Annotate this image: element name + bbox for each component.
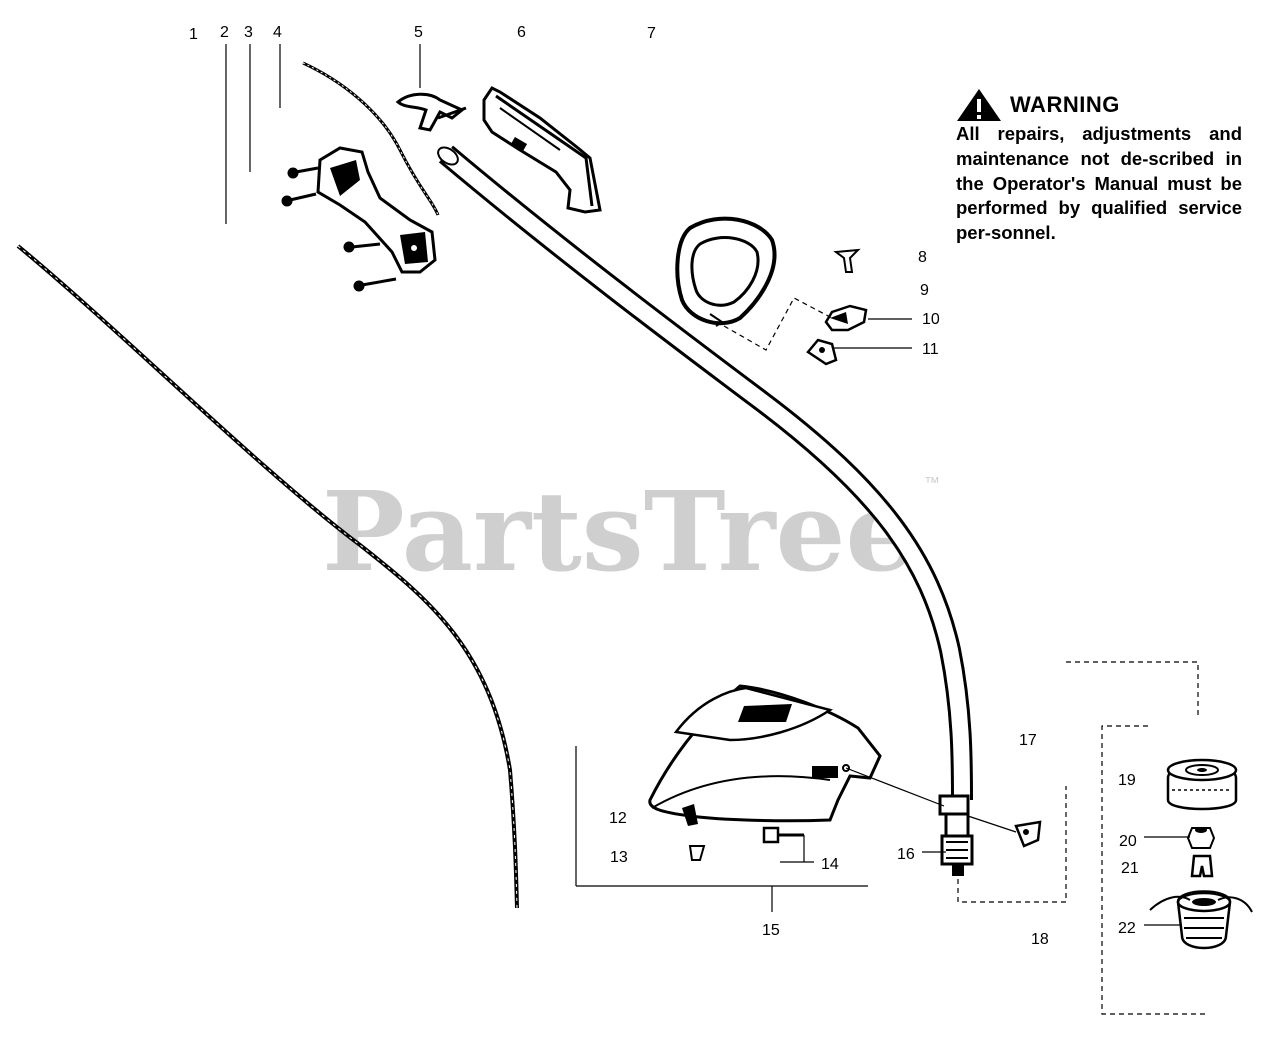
callout-11: 11 bbox=[922, 341, 939, 358]
callout-8: 8 bbox=[918, 249, 927, 266]
callout-10: 10 bbox=[922, 311, 940, 328]
leader-lines bbox=[225, 44, 1190, 926]
callout-21: 21 bbox=[1121, 860, 1139, 877]
warning-title: WARNING bbox=[1010, 92, 1120, 117]
callout-20: 20 bbox=[1119, 833, 1137, 850]
handle-screws bbox=[281, 166, 397, 292]
trimmer-head bbox=[1149, 890, 1253, 950]
spool-cap bbox=[1166, 758, 1238, 811]
bracket-hardware bbox=[806, 248, 868, 366]
warning-body: All repairs, adjustments and maintenance… bbox=[956, 123, 1242, 244]
callout-16: 16 bbox=[897, 846, 915, 863]
callout-18: 18 bbox=[1031, 931, 1049, 948]
warning-notice: WARNING All repairs, adjustments and mai… bbox=[956, 88, 1242, 246]
throttle-trigger bbox=[395, 92, 467, 132]
throttle-cable bbox=[302, 61, 440, 216]
callout-2: 2 bbox=[220, 24, 229, 41]
drive-shaft bbox=[16, 244, 519, 909]
callout-7: 7 bbox=[647, 25, 656, 42]
callout-12: 12 bbox=[609, 810, 627, 827]
warning-triangle-icon bbox=[957, 89, 1001, 121]
callout-15: 15 bbox=[762, 922, 780, 939]
barrier-loop bbox=[675, 216, 777, 327]
callout-5: 5 bbox=[414, 24, 423, 41]
callout-13: 13 bbox=[610, 849, 628, 866]
callout-17: 17 bbox=[1019, 732, 1037, 749]
callout-22: 22 bbox=[1118, 920, 1136, 937]
spool-clip bbox=[1190, 854, 1214, 878]
callout-1: 1 bbox=[189, 26, 198, 43]
guard-hardware bbox=[682, 804, 804, 861]
watermark-text: PartsTree bbox=[322, 467, 916, 596]
handle-grip bbox=[482, 86, 602, 214]
watermark-trademark: ™ bbox=[924, 475, 940, 492]
callout-4: 4 bbox=[273, 24, 282, 41]
handle-housing bbox=[316, 146, 437, 274]
callout-6: 6 bbox=[517, 24, 526, 41]
debris-guard bbox=[648, 684, 882, 823]
callout-3: 3 bbox=[244, 24, 253, 41]
warning-header: WARNING bbox=[956, 88, 1242, 122]
shaft-end-assembly bbox=[938, 794, 1042, 876]
assembly-dashed-lines bbox=[723, 297, 1208, 1015]
curved-shaft-tube bbox=[437, 145, 973, 801]
callout-labels: 1 2 3 4 5 6 7 8 9 10 11 12 13 14 15 16 1… bbox=[189, 24, 1139, 948]
spool-nut bbox=[1186, 827, 1216, 849]
callout-9: 9 bbox=[920, 282, 929, 299]
callout-19: 19 bbox=[1118, 772, 1136, 789]
callout-14: 14 bbox=[821, 856, 839, 873]
